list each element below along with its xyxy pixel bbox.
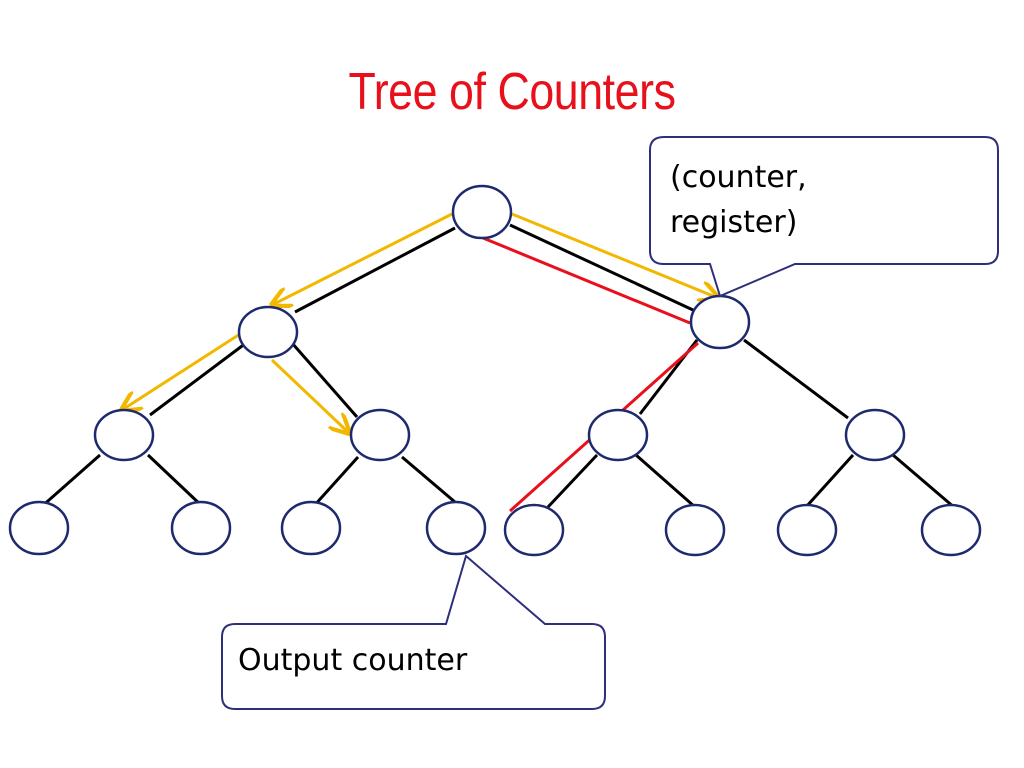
edge-l2c-l3e [546,453,599,509]
edge-l2d-l3g [804,453,855,509]
arrow-l1left-to-l2b [270,358,349,433]
node-level2-a [93,408,155,462]
node-leaf-6 [664,503,726,557]
node-level1-left [237,305,299,359]
edge-l2b-l3c [311,455,360,509]
edge-root-l1left [294,226,456,314]
output-callout-bubble [221,554,606,710]
arrow-root-to-l1left [272,212,453,305]
node-root [451,184,513,240]
slide-title: Tree of Counters [348,63,676,121]
edge-l1left-l2a [149,341,247,417]
node-leaf-4-output [425,500,487,556]
traversal-arrows [122,212,718,433]
node-level2-b [349,408,411,462]
node-callout: (counter, register) [649,136,999,298]
node-leaf-7 [776,503,838,557]
edge-l2a-l3a [39,453,101,510]
tree-edges [39,223,956,510]
edge-l1left-l2b [290,342,359,418]
tree-nodes [8,184,982,557]
node-callout-line1: (counter, [670,160,807,195]
edge-l2c-l3f [635,453,696,509]
node-leaf-3 [280,500,342,556]
node-callout-bubble [649,136,999,298]
output-callout-text: Output counter [238,643,468,678]
edge-l2a-l3b [146,453,205,509]
node-level2-c [587,408,649,462]
arrow-l1left-to-l2a [122,332,241,410]
node-leaf-1 [8,500,70,556]
node-level1-right [689,294,751,350]
edge-l2b-l3d [401,455,463,510]
node-leaf-5 [503,503,565,557]
node-callout-line2: register) [670,205,797,240]
node-leaf-8 [920,503,982,557]
path-root-to-l1right [482,236,691,325]
edge-l1right-l2d [743,338,849,420]
edge-root-l1right [509,223,694,312]
edge-l2d-l3h [892,453,956,510]
node-leaf-2 [170,500,232,556]
counter-path [482,236,699,513]
node-level2-d [844,408,906,462]
output-callout: Output counter [221,554,606,710]
arrow-root-to-l1right [511,212,718,298]
